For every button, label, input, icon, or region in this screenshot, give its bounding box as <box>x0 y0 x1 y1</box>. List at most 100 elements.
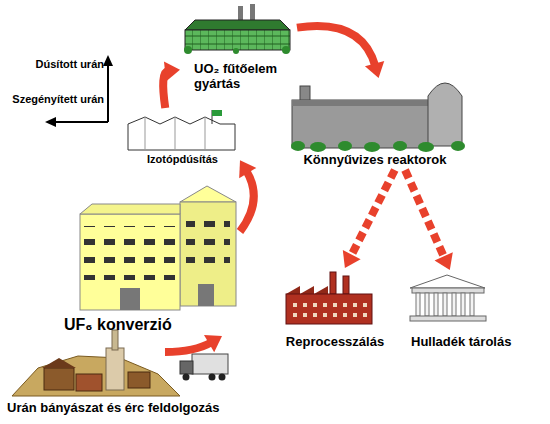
stage-label: Könnyűvizes reaktorok <box>303 152 446 168</box>
mine-illustration <box>12 330 180 396</box>
mine-illustration-part <box>44 368 74 390</box>
reactor-plant-part <box>292 100 430 106</box>
truck-illustration-part <box>183 374 190 381</box>
enrichment-plant-part <box>212 110 222 116</box>
reactor-plant-part <box>393 141 407 151</box>
flow-arrow <box>343 170 395 268</box>
mine-illustration-part <box>106 348 124 390</box>
arrow-head <box>239 160 256 178</box>
reprocessing-plant-part <box>286 294 372 324</box>
stage-node: Könnyűvizes reaktorok <box>285 78 465 170</box>
conversion-plant-part <box>180 186 236 202</box>
arrow-head <box>164 61 180 81</box>
conversion-plant-part <box>180 202 236 306</box>
fuel-plant-part <box>233 48 239 54</box>
truck-illustration-part <box>209 374 216 381</box>
enrichment-axes-part <box>45 117 56 127</box>
axis-label: Szegényített urán <box>12 93 104 106</box>
fuel-plant-part <box>184 46 192 54</box>
reactor-plant <box>291 83 465 152</box>
stage-node: Reprocesszálás <box>280 268 390 352</box>
reactor-plant-part <box>364 142 380 152</box>
arrow-head <box>365 61 384 78</box>
stage-node: Hulladék tárolás <box>405 270 545 352</box>
enrichment-plant-part <box>128 117 235 150</box>
flow-arrow <box>163 61 180 108</box>
axis-label: Dúsított urán <box>36 58 104 71</box>
storage-building-part-part <box>425 293 429 316</box>
stage-node: UO₂ fűtőelem gyártás <box>180 10 297 94</box>
mine-illustration-part <box>12 356 180 396</box>
flow-arrow <box>405 170 453 270</box>
storage-building-part-part <box>452 293 456 316</box>
enrichment-plant-part <box>175 117 176 150</box>
fuel-plant-part <box>250 4 255 22</box>
truck-illustration-part <box>219 374 226 381</box>
reactor-plant-part <box>292 100 430 148</box>
stage-label: UO₂ fűtőelem gyártás <box>194 61 291 92</box>
mine-illustration-part <box>76 374 102 391</box>
storage-building <box>410 275 486 321</box>
stage-label: Izotópdúsítás <box>147 153 218 166</box>
truck-illustration-part <box>180 361 193 374</box>
fuel-plant <box>184 4 290 54</box>
conversion-plant-part <box>80 214 180 310</box>
reprocessing-plant-part <box>286 286 372 294</box>
mine-illustration-part <box>112 330 118 350</box>
enrichment-axes-part <box>54 121 108 123</box>
fuel-plant-part <box>185 30 290 50</box>
truck-illustration-part <box>192 354 228 374</box>
storage-building-part-part <box>461 293 465 316</box>
reactor-plant-part <box>418 142 434 152</box>
truck-illustration <box>180 354 228 381</box>
reactor-plant-part <box>428 83 462 146</box>
storage-building-part-part <box>416 293 420 316</box>
flow-arrow-shaft <box>165 342 212 352</box>
stage-node: Izotópdúsítás <box>125 108 240 168</box>
stage-label: UF₆ konverzió <box>64 315 172 334</box>
reactor-plant-part <box>310 142 326 152</box>
storage-building-part <box>412 288 484 293</box>
reprocessing-plant-part <box>343 276 349 294</box>
fuel-plant-part <box>185 20 290 30</box>
reprocessing-plant-part <box>290 298 368 318</box>
flow-arrow-shaft <box>297 26 375 66</box>
enrichment-plant-part <box>145 117 146 150</box>
conversion-plant-part <box>84 226 176 280</box>
stage-label: Urán bányászat és érc feldolgozás <box>7 400 219 416</box>
reactor-plant-part <box>451 141 465 151</box>
storage-building-part <box>410 275 485 288</box>
fuel-plant-part <box>282 46 290 54</box>
flow-arrow-shaft <box>350 170 394 257</box>
enrichment-plant <box>128 110 235 150</box>
reactor-plant-part <box>291 141 305 151</box>
stage-label: Reprocesszálás <box>286 334 384 350</box>
storage-building-part-part <box>434 293 438 316</box>
enrichment-plant-part <box>205 117 206 150</box>
arrow-head <box>343 250 361 268</box>
storage-building-part-part <box>443 293 447 316</box>
mine-illustration-part <box>42 358 76 368</box>
enrichment-axes-part <box>103 55 113 66</box>
conversion-plant-part <box>120 288 140 310</box>
reprocessing-plant-part <box>330 272 336 294</box>
enrichment-axes-part <box>107 64 109 122</box>
conversion-plant-part <box>186 218 230 272</box>
storage-building-part <box>416 293 474 316</box>
reactor-plant-part <box>338 141 352 151</box>
stage-node: UF₆ konverzió <box>60 180 240 336</box>
flow-arrow-shaft <box>405 170 445 259</box>
storage-building-part <box>410 316 486 321</box>
stage-label: Hulladék tárolás <box>411 334 511 350</box>
conversion-plant <box>80 186 236 310</box>
arrow-head <box>435 252 453 270</box>
conversion-plant-part <box>80 204 180 214</box>
flow-arrow <box>239 160 256 231</box>
conversion-plant-part <box>198 284 214 306</box>
flow-arrow <box>297 26 384 78</box>
storage-building-part-part <box>470 293 474 316</box>
flow-arrow <box>165 335 222 352</box>
flow-arrow-shaft <box>240 170 254 231</box>
arrow-head <box>204 335 222 352</box>
